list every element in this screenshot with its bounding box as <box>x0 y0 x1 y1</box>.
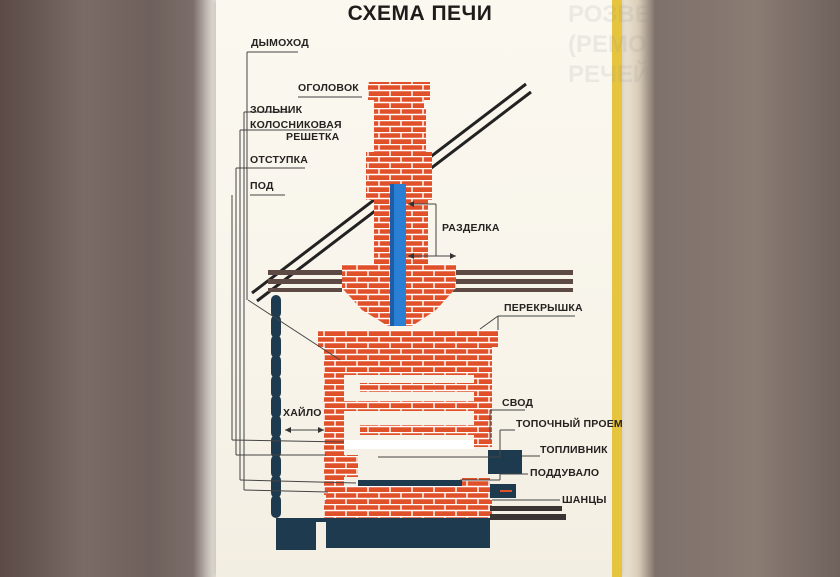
channel-row-1 <box>360 383 474 392</box>
label-kolosnikovaya: КОЛОСНИКОВАЯ РЕШЕТКА <box>250 119 342 143</box>
label-perekryshka: ПЕРЕКРЫШКА <box>504 302 583 314</box>
label-otstupka: ОТСТУПКА <box>250 154 308 166</box>
leader-lines <box>231 51 575 501</box>
ceiling-beams <box>268 270 573 292</box>
channel-row-2 <box>344 401 474 411</box>
flue-pipe-shadow <box>390 184 394 326</box>
chimney-cap <box>368 82 430 100</box>
label-dymohod: ДЫМОХОД <box>251 37 309 49</box>
firebox-vault <box>344 440 474 449</box>
channel-row-3 <box>360 425 474 435</box>
page-title: СХЕМА ПЕЧИ <box>347 2 493 25</box>
firebox-door <box>488 450 522 474</box>
firebox-left-step <box>344 455 358 477</box>
chimney-stack-upper <box>374 108 426 153</box>
label-khaylo: ХАЙЛО <box>283 407 322 419</box>
channel-wall-1 <box>344 362 484 375</box>
floor-board-1 <box>490 506 562 511</box>
label-shantsy: ШАНЦЫ <box>562 494 607 506</box>
dimension-arrows <box>285 201 456 433</box>
foundation-main <box>326 518 490 548</box>
stove-base-course <box>324 500 492 518</box>
poster-yellow-edge <box>612 0 622 577</box>
foundation-left-ledge <box>276 518 326 522</box>
grate <box>358 480 462 486</box>
watermark: РОЗВЕД (РЕМОНТ) РЕЧЕЙ <box>568 1 648 88</box>
floor-board-2 <box>490 514 566 520</box>
label-toplivnik: ТОПЛИВНИК <box>540 444 608 456</box>
label-razdelka: РАЗДЕЛКА <box>442 222 500 234</box>
label-zolnik: ЗОЛЬНИК <box>250 104 303 116</box>
label-ogolovok: ОГОЛОВОК <box>298 82 359 94</box>
stove-right-wall <box>474 345 492 447</box>
grate-right-brick <box>462 478 490 486</box>
label-topochny-proem: ТОПОЧНЫЙ ПРОЕМ <box>516 418 623 430</box>
stove-left-wall <box>324 345 344 495</box>
label-pod: ПОД <box>250 180 274 192</box>
foundation-left <box>276 520 316 550</box>
stove-top-overlap <box>318 330 498 362</box>
label-svod: СВОД <box>502 397 534 409</box>
chimney-cap-neck <box>374 100 424 110</box>
ashpit-floor <box>326 486 490 500</box>
label-poddouvalo: ПОДДУВАЛО <box>530 467 600 479</box>
